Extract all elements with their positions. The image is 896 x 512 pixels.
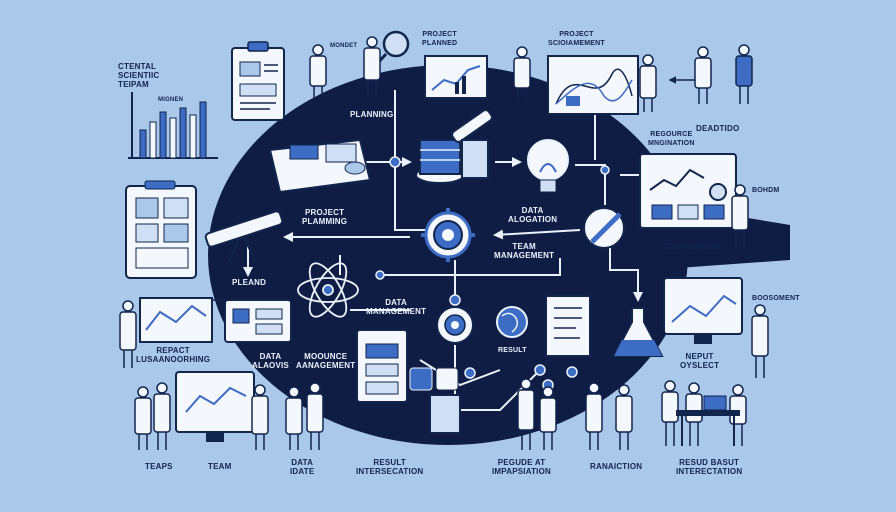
data-monitor-icon <box>639 153 737 229</box>
rocket-pen-icon <box>583 207 625 249</box>
scientist-figure <box>661 380 679 446</box>
clipboard-icon <box>231 41 285 121</box>
pleand-label: PLEAND <box>232 278 267 287</box>
line-chart-board-icon <box>547 55 639 115</box>
bohdm-label: BOHDM <box>752 187 780 194</box>
scientist-figure <box>585 382 603 450</box>
teaps-label: TEAPS <box>145 462 173 471</box>
scientist-figure <box>639 54 657 112</box>
scientist-figure <box>539 386 557 450</box>
data-alogation-label: DATA ALOGATION <box>508 206 558 224</box>
scientist-figure <box>134 386 152 450</box>
scientist-figure <box>251 384 269 450</box>
data-panel-icon <box>224 299 292 343</box>
tablet-board-icon <box>125 180 197 279</box>
planning-label: PLANNING <box>350 110 394 119</box>
scientist-figure <box>513 46 531 100</box>
moounce-aanagement-label: MOOUNCE AANAGEMENT <box>296 352 356 370</box>
telescope-icon <box>204 210 284 263</box>
flask-icon <box>612 307 664 357</box>
mignen-label: MIGNEN <box>158 97 184 103</box>
data-alaovis-label: DATA ALAOVIS <box>252 352 289 370</box>
boosoment-label: BOOSOMENT <box>752 295 800 302</box>
repact-lusaanoorhing-label: REPACT LUSAANOORHING <box>136 346 211 364</box>
project-scioiamement-label: PROJECT SCIOIAMEMENT <box>548 31 605 47</box>
scientist-figure <box>694 46 712 104</box>
chohgation-label: CHOHGATION <box>664 242 721 251</box>
deadtido-label: DEADTIDO <box>696 124 740 133</box>
scientist-figure <box>309 44 327 98</box>
data-idate-label: DATA IDATE <box>290 458 315 476</box>
trend-board-icon <box>139 297 213 343</box>
central-scientific-team-label: CTENTAL SCIENTIIC TEIPAM <box>118 62 160 89</box>
team-label: TEAM <box>208 462 232 471</box>
scientist-figure <box>285 386 303 450</box>
scientist-figure <box>153 382 171 450</box>
gear-icon <box>436 306 474 344</box>
ranaiction-label: RANAICTION <box>590 462 643 471</box>
document-icon <box>545 295 591 357</box>
planning-desk-icon <box>268 138 372 194</box>
project-planning-label: PROJECT PLAMMING <box>302 208 348 226</box>
scientist-figure <box>615 384 633 450</box>
scientist-figure <box>119 300 137 368</box>
data-management-label: DATA MANAGEMENT <box>366 298 427 316</box>
resud-basut-interectation-label: RESUD BASUT INTERECTATION <box>676 458 743 476</box>
bar-chart-icon <box>128 92 218 159</box>
lightbulb-icon <box>527 139 569 193</box>
neput-oyslect-label: NEPUT OYSLECT <box>680 352 720 370</box>
presentation-monitor-icon <box>175 371 255 442</box>
scientist-figure <box>363 36 381 94</box>
network-icon <box>356 329 461 434</box>
result-intersecation-label: RESULT INTERSECATION <box>356 458 424 476</box>
meeting-table-icon <box>676 395 740 446</box>
gear-icon <box>421 208 475 262</box>
microscope-icon <box>415 109 493 184</box>
project-planned-label: PROJECT PLANNED <box>422 31 458 47</box>
scientist-figure <box>306 382 324 450</box>
pegude-at-impapsiation-label: PEGUDE AT IMPAPSIATION <box>492 458 551 476</box>
resource-mngination-label: REGOURCE MNGINATION <box>648 131 695 147</box>
team-management-label: TEAM MANAGEMENT <box>494 242 555 260</box>
scientist-figure <box>517 378 535 450</box>
mondet-label: MONDET <box>330 43 358 49</box>
scientist-figure <box>735 44 753 104</box>
scientist-figures <box>119 36 769 450</box>
globe-icon <box>496 306 528 338</box>
scientist-figure <box>751 304 769 378</box>
analysis-monitor-icon <box>663 277 743 344</box>
line-chart-board-icon <box>424 55 488 99</box>
atom-icon <box>297 262 359 318</box>
scientist-figure <box>731 184 749 246</box>
result-label: RESULT <box>498 347 527 354</box>
